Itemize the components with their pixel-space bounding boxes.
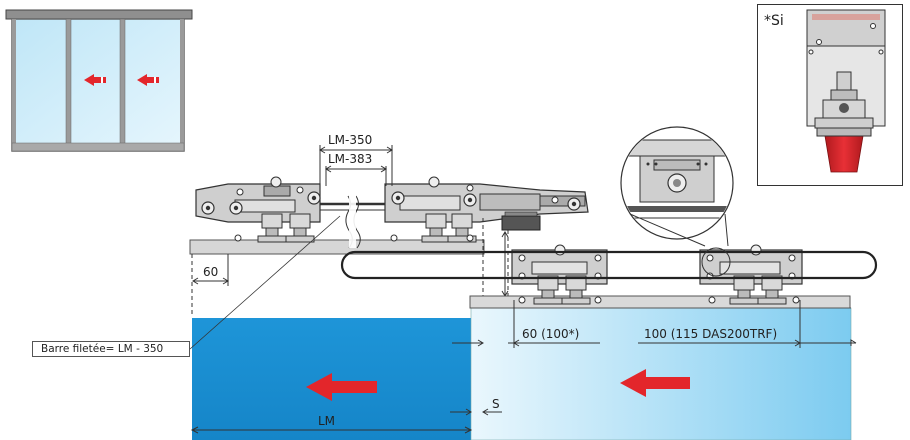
label-lm350: LM-350 (328, 133, 372, 147)
label-lm383: LM-383 (328, 152, 372, 166)
red-arrow-left-icon (137, 74, 159, 86)
track-rail-left (189, 239, 485, 255)
dimension-60 (192, 254, 229, 286)
red-arrow-left-icon (84, 74, 106, 86)
door-leaf-right (470, 307, 852, 440)
dimension-s (450, 408, 502, 416)
trolley-carriage-icon (195, 176, 589, 249)
trolley-carriage-icon (699, 244, 803, 305)
pulley-icon (806, 9, 886, 173)
label-60: 60 (203, 265, 218, 279)
label-lm: LM (318, 414, 335, 428)
callout-leader (189, 215, 341, 350)
label-100-115: 100 (115 DAS200TRF) (644, 327, 777, 341)
label-60-100: 60 (100*) (522, 327, 579, 341)
detail-marker (701, 247, 731, 277)
inset-panel: *Si (757, 4, 903, 186)
door-thumbnail-icon (5, 9, 193, 152)
red-arrow-left-icon (306, 373, 377, 401)
red-arrow-left-icon (620, 369, 690, 397)
drive-belt (340, 250, 878, 280)
dimension-lm350 (319, 145, 393, 186)
dimension-lm (190, 426, 473, 434)
dimension-vertical (501, 231, 509, 297)
trolley-carriage-icon (511, 244, 608, 305)
dimension-60-100 (452, 300, 857, 348)
threaded-rod-callout: Barre filetée= LM - 350 (32, 341, 190, 357)
track-rail-right (469, 295, 851, 309)
inset-label: *Si (764, 13, 784, 29)
label-s: S (492, 397, 500, 411)
detail-magnifier-icon (620, 126, 734, 247)
